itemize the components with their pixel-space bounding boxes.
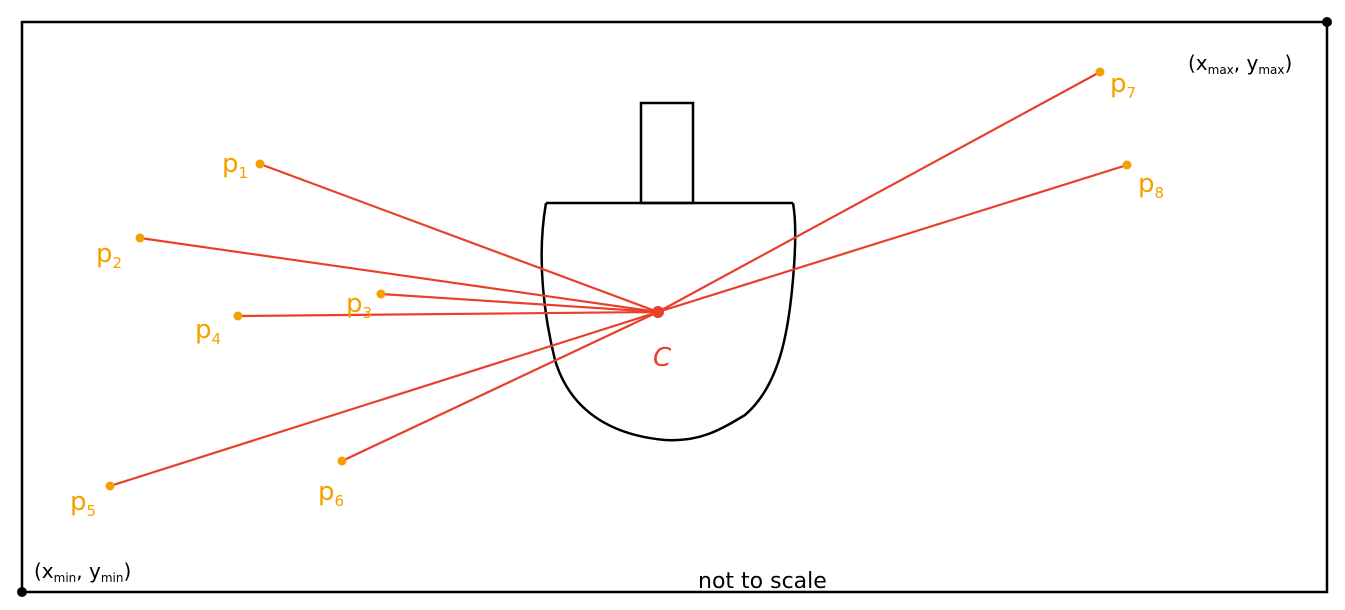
not-to-scale-note: not to scale bbox=[698, 569, 827, 594]
ray-p1 bbox=[259, 162, 659, 314]
point-label-p2: p2 bbox=[96, 239, 122, 272]
ship-mast bbox=[639, 101, 695, 205]
point-dot-p8 bbox=[1122, 160, 1132, 170]
point-dot-p6 bbox=[337, 456, 347, 466]
bounding-box bbox=[20, 20, 1329, 594]
point-dot-p7 bbox=[1095, 67, 1105, 77]
ship-shape bbox=[540, 101, 797, 442]
point-label-p6: p6 bbox=[318, 477, 344, 510]
point-label-p8: p8 bbox=[1138, 169, 1164, 202]
rays-group bbox=[109, 71, 1128, 488]
ray-p5 bbox=[109, 310, 659, 488]
center-label: C bbox=[653, 343, 672, 373]
point-label-p5: p5 bbox=[70, 487, 96, 520]
point-label-p3: p3 bbox=[346, 289, 372, 322]
ship-hull bbox=[540, 202, 797, 442]
ray-p7 bbox=[657, 71, 1101, 313]
point-label-p4: p4 bbox=[195, 315, 221, 348]
point-dot-p1 bbox=[255, 159, 265, 169]
point-dot-p2 bbox=[135, 233, 145, 243]
corner-label-min: (xmin, ymin) bbox=[34, 559, 131, 585]
ray-p6 bbox=[341, 311, 659, 462]
ray-p2 bbox=[139, 236, 659, 314]
point-label-p7: p7 bbox=[1110, 69, 1136, 102]
ray-p4 bbox=[237, 310, 659, 318]
point-dot-p5 bbox=[105, 481, 115, 491]
corner-dot-min bbox=[17, 587, 27, 597]
ray-p3 bbox=[380, 292, 659, 314]
point-label-p1: p1 bbox=[222, 149, 248, 182]
ray-p8 bbox=[657, 163, 1128, 314]
point-dot-p3 bbox=[376, 289, 386, 299]
points-group: p1 p2 p3 p4 p5 p6 p7 p8 bbox=[70, 67, 1164, 520]
center-dot bbox=[652, 306, 664, 318]
corner-label-max: (xmax, ymax) bbox=[1188, 51, 1292, 77]
point-dot-p4 bbox=[233, 311, 243, 321]
corner-dot-max bbox=[1322, 17, 1332, 27]
